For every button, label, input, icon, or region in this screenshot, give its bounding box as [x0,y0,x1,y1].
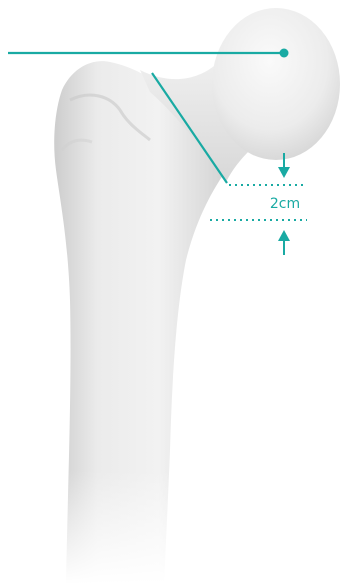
dot-marker-icon [280,49,289,58]
arrow-up-icon [278,230,290,255]
femur-bone [40,8,340,584]
measurement-label: 2cm [270,196,300,212]
bone-fade [40,470,200,584]
femoral-head [212,8,340,160]
